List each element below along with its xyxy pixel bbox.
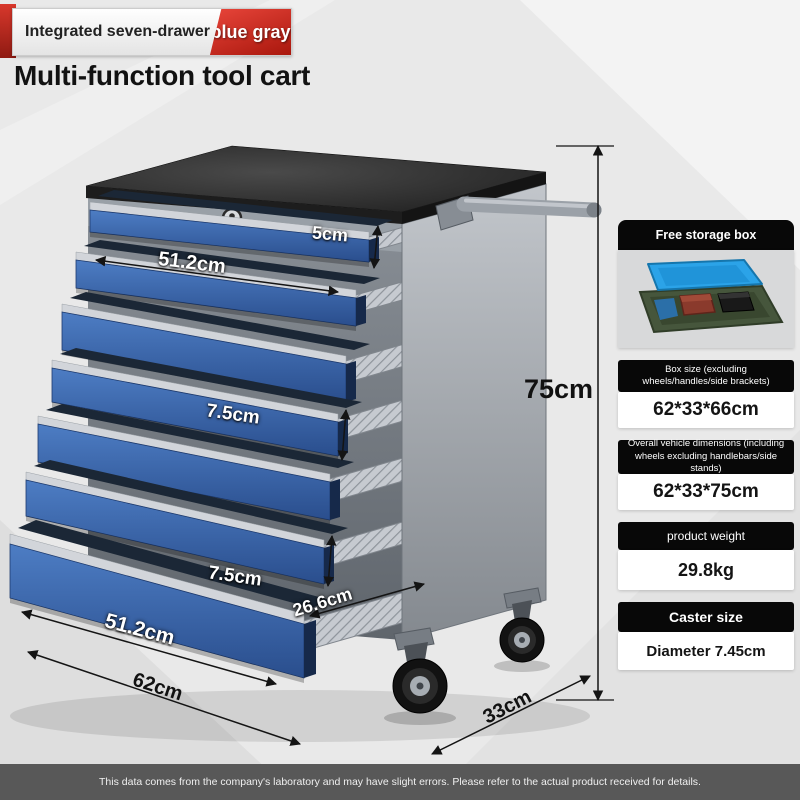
caster-size-value: Diameter 7.45cm [618, 632, 794, 670]
weight-value: 29.8kg [618, 550, 794, 590]
footer-bar: This data comes from the company's labor… [0, 764, 800, 800]
box-size-value: 62*33*66cm [618, 392, 794, 428]
small-blue-box [654, 298, 678, 320]
storage-trays-graphic [618, 250, 794, 348]
dimension-lines [20, 144, 614, 755]
overall-size-label: Overall vehicle dimensions (including wh… [618, 438, 794, 474]
cabinet-side-panel [401, 183, 547, 641]
badge-series-label: Integrated seven-drawer [25, 23, 210, 40]
box-size-label: Box size (excluding wheels/handles/side … [618, 360, 794, 392]
weight-label: product weight [618, 522, 794, 550]
drawer-6 [25, 460, 348, 589]
badge-body: Integrated seven-drawer blue gray [12, 8, 292, 56]
caster-size-label: Caster size [618, 602, 794, 632]
disclaimer-text: This data comes from the company's labor… [99, 775, 701, 788]
storage-box-card-title: Free storage box [618, 220, 794, 250]
caster-rear [494, 587, 550, 672]
dim-label-drawer-height-top: 5cm [311, 222, 349, 246]
badge-color-label: blue gray [209, 9, 291, 55]
dim-label-overall-height: 75cm [524, 374, 594, 404]
overall-size-value: 62*33*75cm [618, 474, 794, 510]
storage-box-image [618, 250, 794, 348]
page-title: Multi-function tool cart [14, 60, 311, 91]
